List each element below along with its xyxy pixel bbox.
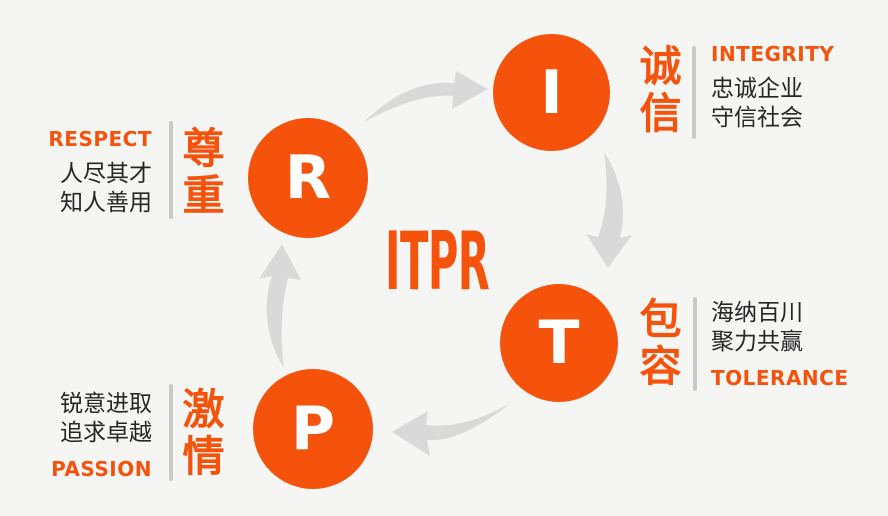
center-title: ITPR <box>385 215 490 308</box>
cn-label-passion: 激情 <box>176 387 225 481</box>
circle-letter-passion: P <box>291 394 335 464</box>
desc-line: 追求卓越 <box>60 420 152 446</box>
desc-line: 知人善用 <box>60 190 152 216</box>
en-label-respect: RESPECT <box>48 127 152 151</box>
desc-line: 守信社会 <box>711 105 803 131</box>
circle-letter-respect: R <box>284 143 332 213</box>
divider-tolerance <box>693 297 697 391</box>
desc-line: 锐意进取 <box>60 391 152 417</box>
cycle-arrow-passion-to-respect-icon <box>259 244 301 368</box>
en-label-tolerance: TOLERANCE <box>711 366 849 390</box>
info-block-respect: RESPECT 人尽其才 知人善用 <box>36 127 152 218</box>
cycle-arrow-integrity-to-tolerance-icon <box>586 152 632 268</box>
info-block-tolerance: 海纳百川 聚力共赢 TOLERANCE <box>711 299 849 390</box>
cn-label-tolerance: 包容 <box>633 297 682 391</box>
desc-line: 海纳百川 <box>711 300 803 326</box>
circle-letter-tolerance: T <box>538 308 580 378</box>
desc-line: 人尽其才 <box>60 161 152 187</box>
cycle-arrow-tolerance-to-passion-icon <box>392 402 512 456</box>
en-label-passion: PASSION <box>51 457 152 481</box>
desc-line: 忠诚企业 <box>711 76 803 102</box>
cn-label-integrity: 诚信 <box>633 44 682 138</box>
value-circle-integrity: I <box>493 34 610 151</box>
value-circle-passion: P <box>253 369 373 489</box>
cn-label-respect: 尊重 <box>176 126 225 220</box>
divider-respect <box>169 121 173 219</box>
divider-integrity <box>692 46 696 139</box>
cycle-arrow-respect-to-integrity-icon <box>364 71 488 122</box>
circle-letter-integrity: I <box>540 57 563 128</box>
divider-passion <box>169 384 173 481</box>
desc-line: 聚力共赢 <box>711 329 803 355</box>
info-block-passion: 锐意进取 追求卓越 PASSION <box>36 390 152 481</box>
value-circle-tolerance: T <box>500 284 618 402</box>
en-label-integrity: INTEGRITY <box>711 42 835 66</box>
value-circle-respect: R <box>248 118 368 238</box>
info-block-integrity: INTEGRITY 忠诚企业 守信社会 <box>711 42 834 133</box>
